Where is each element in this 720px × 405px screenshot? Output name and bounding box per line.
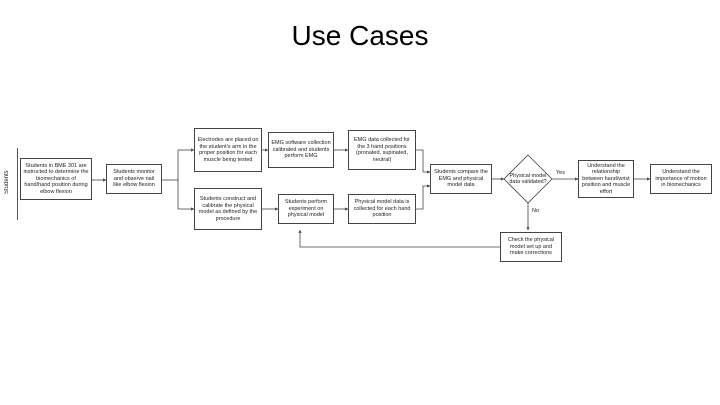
edge-model-data-compare <box>416 184 431 210</box>
check-node: Check the physical model set up and make… <box>500 232 562 262</box>
no-label: No <box>532 208 540 214</box>
importance-node-text: Understand the importance of motion in b… <box>655 169 707 189</box>
swimlane-divider <box>17 148 18 220</box>
edge-check-perform <box>298 229 500 248</box>
emg-data-node-text: EMG data collected for the 3 hand positi… <box>354 137 410 163</box>
construct-model-node-text: Students construct and calibrate the phy… <box>198 196 258 222</box>
yes-label: Yes <box>556 170 565 176</box>
monitor-node: Students monitor and observe nail like e… <box>106 164 162 194</box>
electrodes-node-text: Electrodes are placed on the student's a… <box>197 137 259 163</box>
compare-node: Students compare the EMG and physical mo… <box>430 164 492 194</box>
decision-text: Physical model data validated? <box>509 172 547 186</box>
start-node-text: Students in BME 301 are instructed to de… <box>23 162 89 195</box>
model-data-node-text: Physical model data is collected for eac… <box>353 199 411 219</box>
perform-model-node-text: Students perform experiment on physical … <box>284 199 328 219</box>
relationship-node: Understand the relationship between hand… <box>578 160 634 198</box>
emg-data-node: EMG data collected for the 3 hand positi… <box>348 130 416 170</box>
importance-node: Understand the importance of motion in b… <box>650 164 712 194</box>
electrodes-node: Electrodes are placed on the student's a… <box>194 128 262 172</box>
emg-software-node: EMG software collection calibrated and s… <box>268 132 334 168</box>
compare-node-text: Students compare the EMG and physical mo… <box>434 169 488 189</box>
relationship-node-text: Understand the relationship between hand… <box>581 162 631 195</box>
monitor-node-text: Students monitor and observe nail like e… <box>113 169 155 189</box>
start-node: Students in BME 301 are instructed to de… <box>20 158 92 200</box>
decision-diamond <box>503 154 553 204</box>
check-node-text: Check the physical model set up and make… <box>507 237 555 257</box>
model-data-node: Physical model data is collected for eac… <box>348 194 416 224</box>
page-title: Use Cases <box>291 20 429 51</box>
perform-model-node: Students perform experiment on physical … <box>278 194 334 224</box>
emg-software-node-text: EMG software collection calibrated and s… <box>271 140 331 160</box>
edge-emg-data-compare <box>416 149 431 174</box>
construct-model-node: Students construct and calibrate the phy… <box>194 188 262 230</box>
